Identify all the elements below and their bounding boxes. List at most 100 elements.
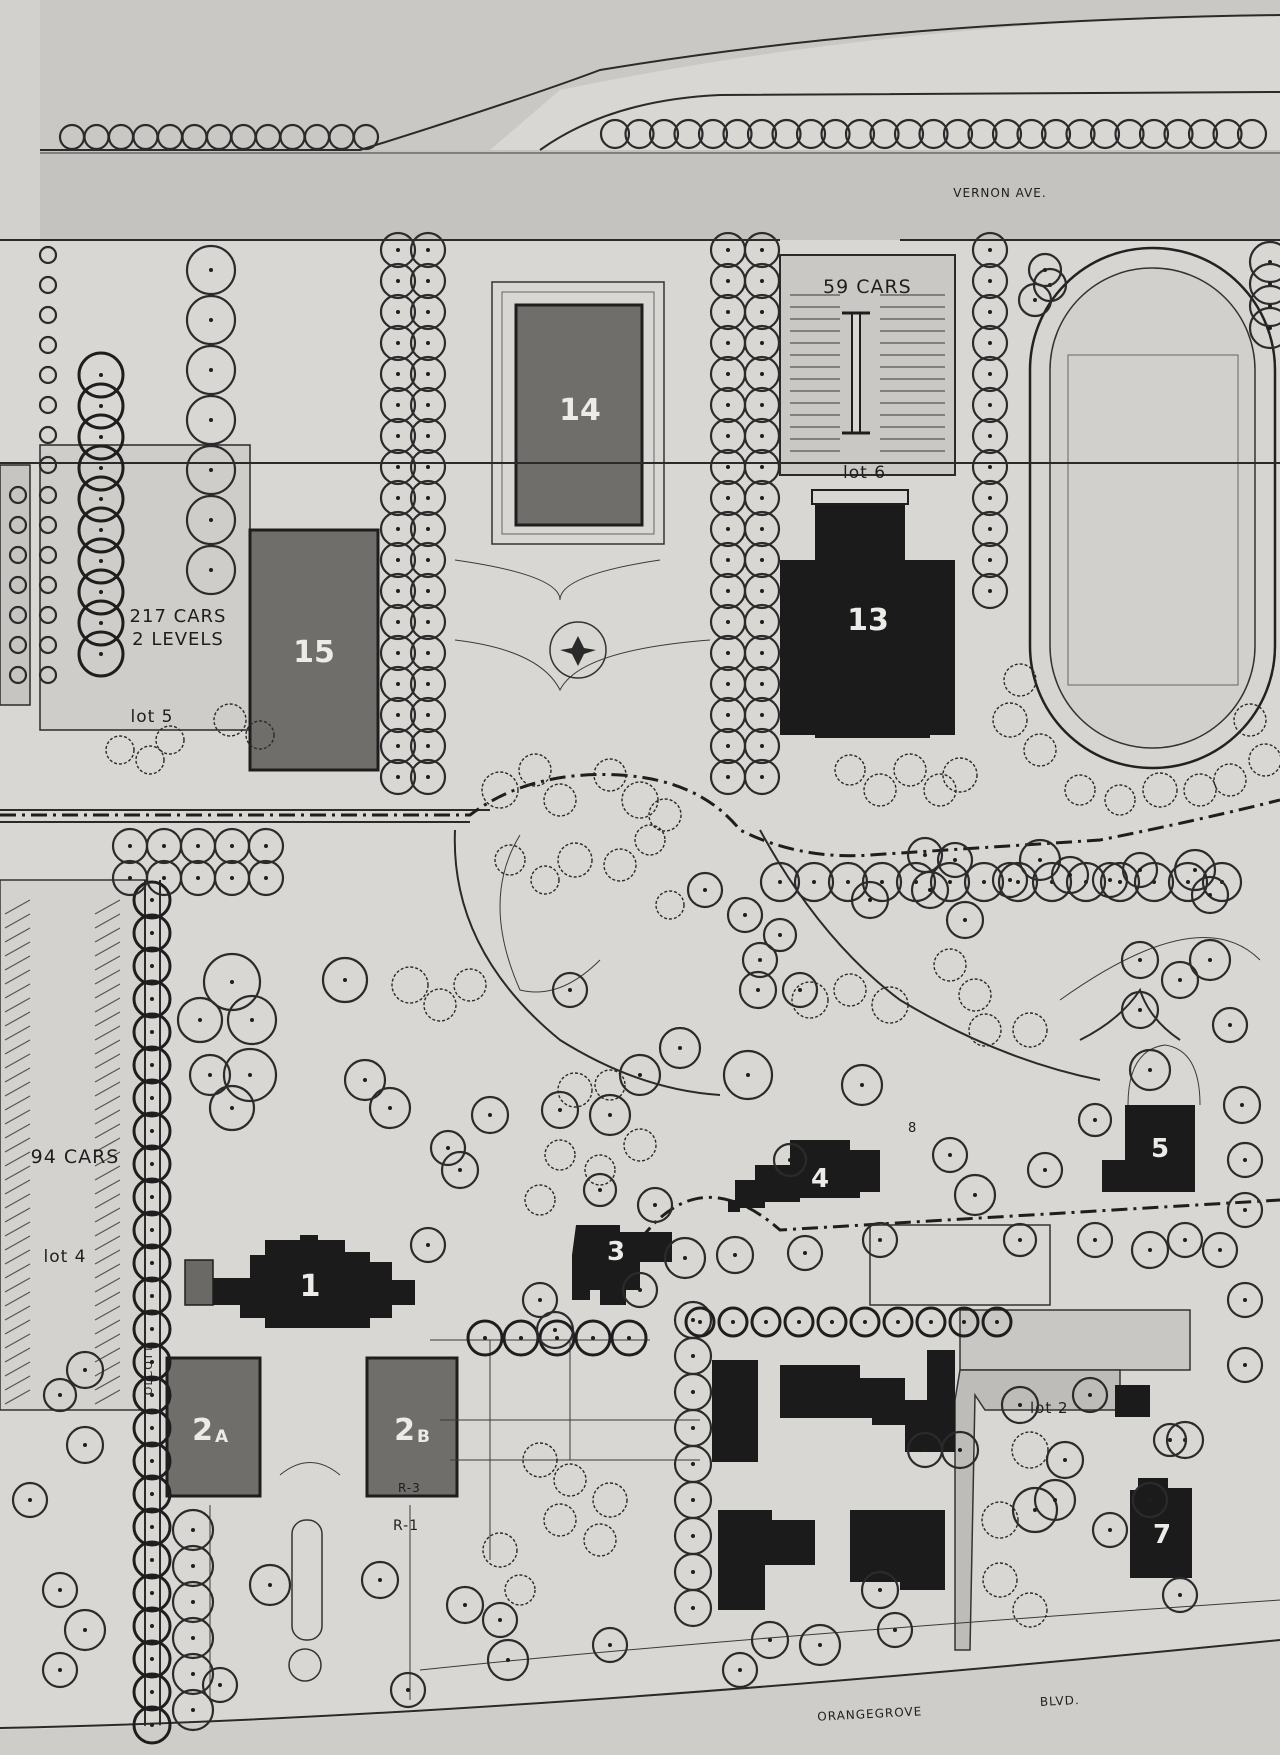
tree-symbol bbox=[8, 635, 28, 655]
tree-symbol bbox=[673, 1588, 713, 1628]
olcott-street-label: OLCOTT bbox=[142, 1345, 155, 1395]
tree-symbol bbox=[379, 417, 417, 455]
tree-symbol bbox=[658, 1026, 702, 1070]
tree-symbol bbox=[1114, 118, 1145, 150]
shrub-symbol bbox=[557, 1072, 593, 1108]
tree-symbol bbox=[409, 386, 447, 424]
tree-symbol bbox=[77, 382, 125, 430]
shrub-symbol bbox=[1064, 774, 1096, 806]
tree-symbol bbox=[379, 510, 417, 548]
tree-symbol bbox=[185, 394, 237, 446]
tree-symbol bbox=[42, 1377, 78, 1413]
tree-symbol bbox=[409, 448, 447, 486]
tree-symbol bbox=[171, 1544, 215, 1588]
tree-symbol bbox=[743, 293, 781, 331]
tree-symbol bbox=[945, 900, 985, 940]
tree-symbol bbox=[409, 510, 447, 548]
tree-symbol bbox=[1121, 851, 1159, 889]
tree-symbol bbox=[1226, 1191, 1264, 1229]
building-1-label: 1 bbox=[300, 1269, 321, 1304]
tree-symbol bbox=[1099, 861, 1141, 903]
lot-4-capacity-label: 94 CARS bbox=[31, 1146, 120, 1168]
shrub-symbol bbox=[871, 986, 909, 1024]
shrub-symbol bbox=[1183, 773, 1217, 807]
tree-symbol bbox=[41, 1651, 79, 1689]
tree-symbol bbox=[1161, 1576, 1199, 1614]
tree-symbol bbox=[971, 541, 1009, 579]
tree-symbol bbox=[1201, 1231, 1239, 1269]
shrub-symbol bbox=[603, 848, 637, 882]
tree-symbol bbox=[343, 1058, 387, 1102]
tree-symbol bbox=[8, 665, 28, 685]
tree-symbol bbox=[971, 293, 1009, 331]
tree-symbol bbox=[915, 1306, 947, 1338]
tree-symbol bbox=[132, 1573, 172, 1613]
tree-symbol bbox=[1050, 855, 1090, 895]
tree-symbol bbox=[185, 294, 237, 346]
tree-symbol bbox=[409, 479, 447, 517]
tree-symbol bbox=[486, 1638, 530, 1682]
tree-symbol bbox=[132, 1474, 172, 1514]
tree-symbol bbox=[743, 479, 781, 517]
tree-symbol bbox=[379, 324, 417, 362]
tree-symbol bbox=[222, 1047, 278, 1103]
tree-symbol bbox=[624, 118, 655, 150]
tree-symbol bbox=[717, 1306, 749, 1338]
tree-symbol bbox=[132, 946, 172, 986]
tree-symbol bbox=[861, 861, 903, 903]
vernon-ave-road bbox=[0, 14, 1280, 241]
tree-symbol bbox=[967, 118, 998, 150]
shrub-symbol bbox=[933, 948, 967, 982]
shrub-symbol bbox=[992, 702, 1028, 738]
tree-symbol bbox=[743, 758, 781, 796]
tree-symbol bbox=[389, 1671, 427, 1709]
shrub-symbol bbox=[504, 1574, 536, 1606]
shrub-symbol bbox=[942, 757, 978, 793]
tree-symbol bbox=[77, 506, 125, 554]
tree-symbol bbox=[38, 245, 58, 265]
svg-text:2: 2 bbox=[192, 1413, 213, 1448]
tree-symbol bbox=[953, 1173, 997, 1217]
tree-symbol bbox=[409, 1226, 447, 1264]
tree-symbol bbox=[38, 425, 58, 445]
building-15-label: 15 bbox=[293, 635, 335, 670]
building-3 bbox=[572, 1225, 672, 1305]
shrub-symbol bbox=[1012, 1592, 1048, 1628]
blvd-label: BLVD. bbox=[1040, 1693, 1081, 1709]
tree-symbol bbox=[750, 1306, 782, 1338]
shrub-symbol bbox=[863, 773, 897, 807]
tree-symbol bbox=[1167, 861, 1209, 903]
tree-symbol bbox=[247, 827, 285, 865]
tree-symbol bbox=[481, 1601, 519, 1639]
tree-symbol bbox=[762, 917, 798, 953]
zoning-r1-label: R-1 bbox=[393, 1518, 419, 1534]
parking-lot-6 bbox=[779, 254, 956, 476]
service-yard bbox=[869, 1224, 1191, 1651]
shrub-symbol bbox=[522, 1442, 558, 1478]
tree-symbol bbox=[171, 1652, 215, 1696]
tree-symbol bbox=[132, 1375, 172, 1415]
tree-symbol bbox=[409, 634, 447, 672]
tree-symbol bbox=[743, 541, 781, 579]
shrub-symbol bbox=[833, 973, 867, 1007]
shrub-symbol bbox=[105, 735, 135, 765]
tree-symbol bbox=[132, 1210, 172, 1250]
lot-6-name-label: lot 6 bbox=[843, 463, 886, 483]
tree-symbol bbox=[132, 1705, 172, 1745]
tree-symbol bbox=[132, 1441, 172, 1481]
tree-symbol bbox=[743, 324, 781, 362]
tree-symbol bbox=[1033, 1478, 1077, 1522]
tree-symbol bbox=[1002, 1222, 1038, 1258]
tree-symbol bbox=[8, 575, 28, 595]
shrub-symbol bbox=[524, 1184, 556, 1216]
shrub-symbol bbox=[543, 1503, 577, 1537]
tree-symbol bbox=[798, 1623, 842, 1667]
tree-symbol bbox=[379, 355, 417, 393]
shrub-symbol bbox=[530, 865, 560, 895]
tree-symbol bbox=[743, 386, 781, 424]
svg-text:A: A bbox=[215, 1427, 229, 1447]
building-2a-label: 2 A bbox=[192, 1413, 229, 1448]
tree-symbol bbox=[409, 231, 447, 269]
tree-symbol bbox=[636, 1186, 674, 1224]
tree-symbol bbox=[132, 1507, 172, 1547]
